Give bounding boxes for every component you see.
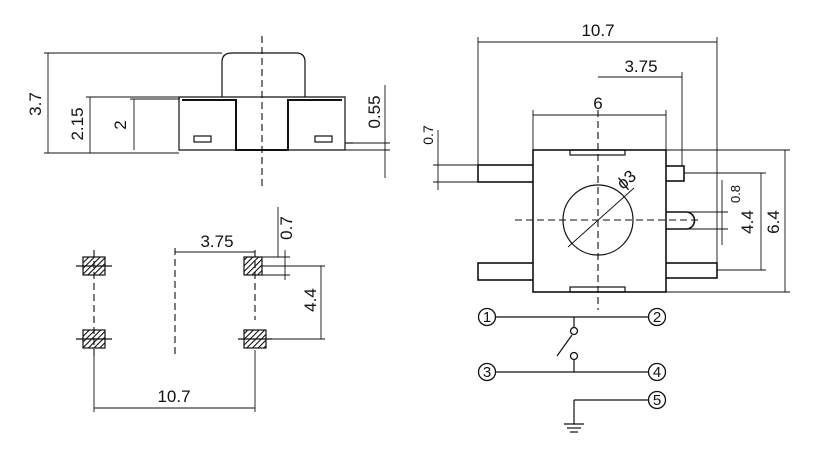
pcb-dim-pad-offset: 3.75: [200, 232, 233, 251]
terminal-slot-right: [314, 135, 333, 143]
pin-4: 4: [647, 362, 667, 382]
pin-1: 1: [477, 307, 497, 327]
side-view: 3.7 2.15 2 0.55: [26, 36, 390, 190]
pcb-dim-pad-pitch: 4.4: [301, 288, 320, 312]
pin-number: 2: [653, 309, 661, 326]
switch-contact-bottom: [569, 351, 579, 361]
dim-overall-width: 10.7: [581, 21, 614, 40]
terminal-slot-left: [193, 135, 212, 143]
pin-number: 5: [653, 392, 661, 409]
switch-schematic: 1 2 3 4 5: [477, 307, 667, 433]
dim-inner-height: 2: [111, 120, 130, 129]
top-view: ϕ3 10.7 3.75 6 0.7 0.8 4.4 6.4: [420, 21, 790, 310]
actuator-outline: [221, 52, 306, 97]
pin-circle: [647, 307, 667, 327]
lead-top-left: [477, 164, 535, 183]
dim-body-height: 2.15: [68, 107, 87, 140]
pin-number: 4: [653, 364, 661, 381]
switch-blade: [556, 334, 573, 357]
switch-contact-top: [569, 326, 579, 336]
pin-3: 3: [477, 362, 497, 382]
pin-circle: [477, 307, 497, 327]
top-body: [532, 149, 667, 293]
dim-total-height: 3.7: [26, 92, 45, 116]
pcb-layout: 3.75 0.7 4.4 10.7: [76, 207, 325, 412]
lead-bottom-right: [663, 262, 718, 279]
pin-number: 1: [483, 309, 491, 326]
dim-body-height: 6.4: [764, 210, 783, 234]
pin-circle: [647, 390, 667, 410]
pad-top-right: [243, 256, 263, 276]
dim-terminal: 0.55: [365, 95, 384, 128]
pin-2: 2: [647, 307, 667, 327]
dim-offset: 3.75: [624, 57, 657, 76]
pin-circle: [647, 362, 667, 382]
lead-top-right: [663, 165, 685, 182]
dim-pitch: 4.4: [738, 210, 757, 234]
pin-circle: [477, 362, 497, 382]
pcb-dim-pad-width: 0.7: [277, 216, 296, 240]
dim-small: 0.8: [728, 185, 743, 203]
lead-side: [663, 211, 696, 230]
dim-body-width: 6: [593, 94, 602, 113]
pcb-dim-pad-span: 10.7: [157, 387, 190, 406]
diameter-leader: [567, 187, 635, 248]
dim-lead-width: 0.7: [420, 125, 436, 145]
pin-5: 5: [647, 390, 667, 410]
lead-bottom-left: [477, 262, 535, 281]
pin-number: 3: [483, 364, 491, 381]
